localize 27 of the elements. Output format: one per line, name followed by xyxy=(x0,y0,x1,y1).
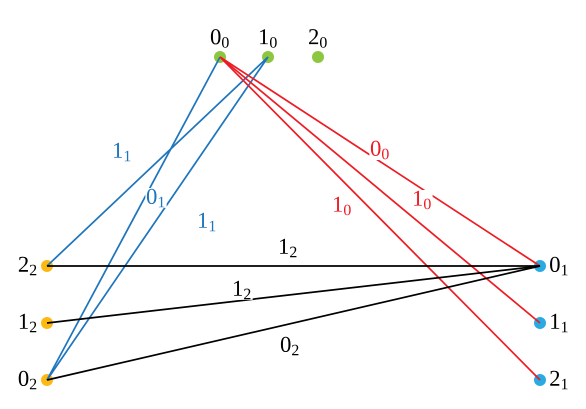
line xyxy=(220,56,540,267)
line xyxy=(47,265,540,267)
edge-label: 1$_{1}$ xyxy=(111,142,133,162)
line xyxy=(46,265,540,381)
node-label: 1$_{2}$ xyxy=(20,314,36,332)
edge-label: 0$_{0}$ xyxy=(369,140,391,160)
line xyxy=(219,56,541,324)
edge-label: 0$_{1}$ xyxy=(145,188,167,208)
line xyxy=(46,56,269,267)
line xyxy=(46,56,269,380)
edge-label: 1$_{2}$ xyxy=(231,280,253,300)
edge-label: 1$_{0}$ xyxy=(331,196,353,216)
line xyxy=(46,56,221,380)
line xyxy=(219,56,541,381)
node-label: 1$_{1}$ xyxy=(551,314,568,332)
node-label: 2$_{0}$ xyxy=(309,29,327,48)
node-label: 0$_{0}$ xyxy=(210,29,229,48)
node-label: 0$_{1}$ xyxy=(550,256,568,276)
node-label: 0$_{2}$ xyxy=(18,370,36,390)
edge-label: 0$_{2}$ xyxy=(279,336,301,356)
edge-label: 1$_{1}$ xyxy=(196,212,218,232)
node-label: 1$_{0}$ xyxy=(260,29,277,48)
node-label: 2$_{1}$ xyxy=(550,370,568,390)
edge-label: 1$_{2}$ xyxy=(277,238,299,258)
node-label: 2$_{2}$ xyxy=(18,256,36,276)
line xyxy=(46,265,540,324)
edge-label: 1$_{0}$ xyxy=(411,190,433,210)
